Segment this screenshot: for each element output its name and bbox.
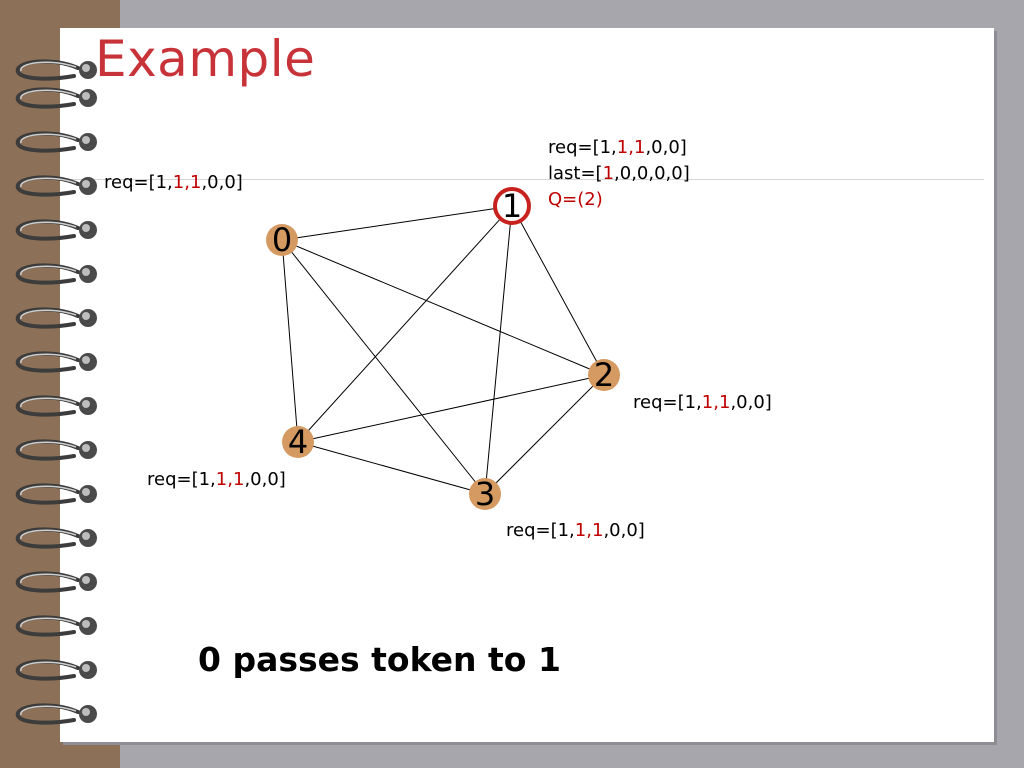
spiral-ring — [15, 59, 97, 81]
spiral-ring — [15, 703, 97, 725]
node4-req-prefix: req=[1, — [147, 469, 216, 490]
node4-req-suffix: ,0,0] — [244, 469, 286, 490]
node-2-label: 2 — [594, 356, 614, 394]
node1-annotation: req=[1,1,1,0,0] last=[1,0,0,0,0] Q=(2) — [548, 135, 690, 213]
edge-2-4 — [297, 374, 605, 443]
spiral-ring — [15, 439, 97, 461]
spiral-ring — [15, 87, 97, 109]
spiral-ring — [15, 571, 97, 593]
node-3-label: 3 — [475, 475, 495, 513]
spiral-ring — [15, 395, 97, 417]
spiral-rings — [15, 59, 97, 725]
node-2-circle — [588, 359, 620, 391]
edge-1-4 — [297, 205, 513, 443]
node2-req-highlight: 1,1 — [701, 392, 731, 413]
node-1: 1 — [496, 187, 528, 225]
node1-last-suffix: ,0,0,0,0] — [614, 163, 690, 184]
node0-req-suffix: ,0,0] — [201, 172, 243, 193]
node0-req-highlight: 1,1 — [172, 172, 202, 193]
node3-req-suffix: ,0,0] — [603, 520, 645, 541]
node1-req-line: req=[1,1,1,0,0] — [548, 135, 690, 161]
node-3: 3 — [469, 475, 501, 513]
edge-3-4 — [297, 441, 486, 495]
spiral-ring — [15, 307, 97, 329]
spiral-ring — [15, 351, 97, 373]
edge-0-1 — [281, 205, 513, 241]
node1-queue: Q=(2) — [548, 189, 603, 210]
node-4-label: 4 — [288, 423, 308, 461]
slide-title: Example — [95, 30, 316, 88]
spiral-ring — [15, 219, 97, 241]
spiral-ring — [15, 615, 97, 637]
node0-req-prefix: req=[1, — [104, 172, 173, 193]
node-4: 4 — [282, 423, 314, 461]
node-3-circle — [469, 478, 501, 510]
node1-req-suffix: ,0,0] — [645, 137, 687, 158]
edge-2-3 — [484, 374, 605, 495]
notebook-page — [60, 28, 994, 742]
node-0-label: 0 — [272, 221, 292, 259]
node1-last-prefix: last=[ — [548, 163, 603, 184]
node3-annotation: req=[1,1,1,0,0] — [506, 518, 645, 544]
spiral-ring — [15, 483, 97, 505]
node-1-circle — [496, 190, 528, 222]
node1-last-highlight: 1 — [602, 163, 615, 184]
node-4-circle — [282, 426, 314, 458]
node1-req-prefix: req=[1, — [548, 137, 617, 158]
node0-annotation: req=[1,1,1,0,0] — [104, 170, 243, 196]
spiral-ring — [15, 131, 97, 153]
spiral-ring — [15, 175, 97, 197]
node1-req-highlight: 1,1 — [616, 137, 646, 158]
node2-annotation: req=[1,1,1,0,0] — [633, 390, 772, 416]
edge-0-2 — [281, 239, 605, 376]
node1-last-line: last=[1,0,0,0,0] — [548, 161, 690, 187]
spiral-ring — [15, 527, 97, 549]
node3-req-prefix: req=[1, — [506, 520, 575, 541]
node-2: 2 — [588, 356, 620, 394]
node2-req-suffix: ,0,0] — [730, 392, 772, 413]
node2-req-prefix: req=[1, — [633, 392, 702, 413]
edge-1-3 — [484, 205, 513, 495]
slide-caption: 0 passes token to 1 — [198, 640, 561, 679]
spiral-ring — [15, 659, 97, 681]
node3-req-highlight: 1,1 — [574, 520, 604, 541]
node-0-circle — [266, 224, 298, 256]
node4-annotation: req=[1,1,1,0,0] — [147, 467, 286, 493]
edge-1-2 — [511, 205, 605, 376]
node-1-label: 1 — [502, 187, 522, 225]
node-0: 0 — [266, 221, 298, 259]
token-ring — [493, 187, 531, 225]
page-rule-line — [60, 179, 984, 180]
edge-0-4 — [281, 239, 299, 443]
edge-0-3 — [281, 239, 486, 495]
node4-req-highlight: 1,1 — [215, 469, 245, 490]
spiral-ring — [15, 263, 97, 285]
